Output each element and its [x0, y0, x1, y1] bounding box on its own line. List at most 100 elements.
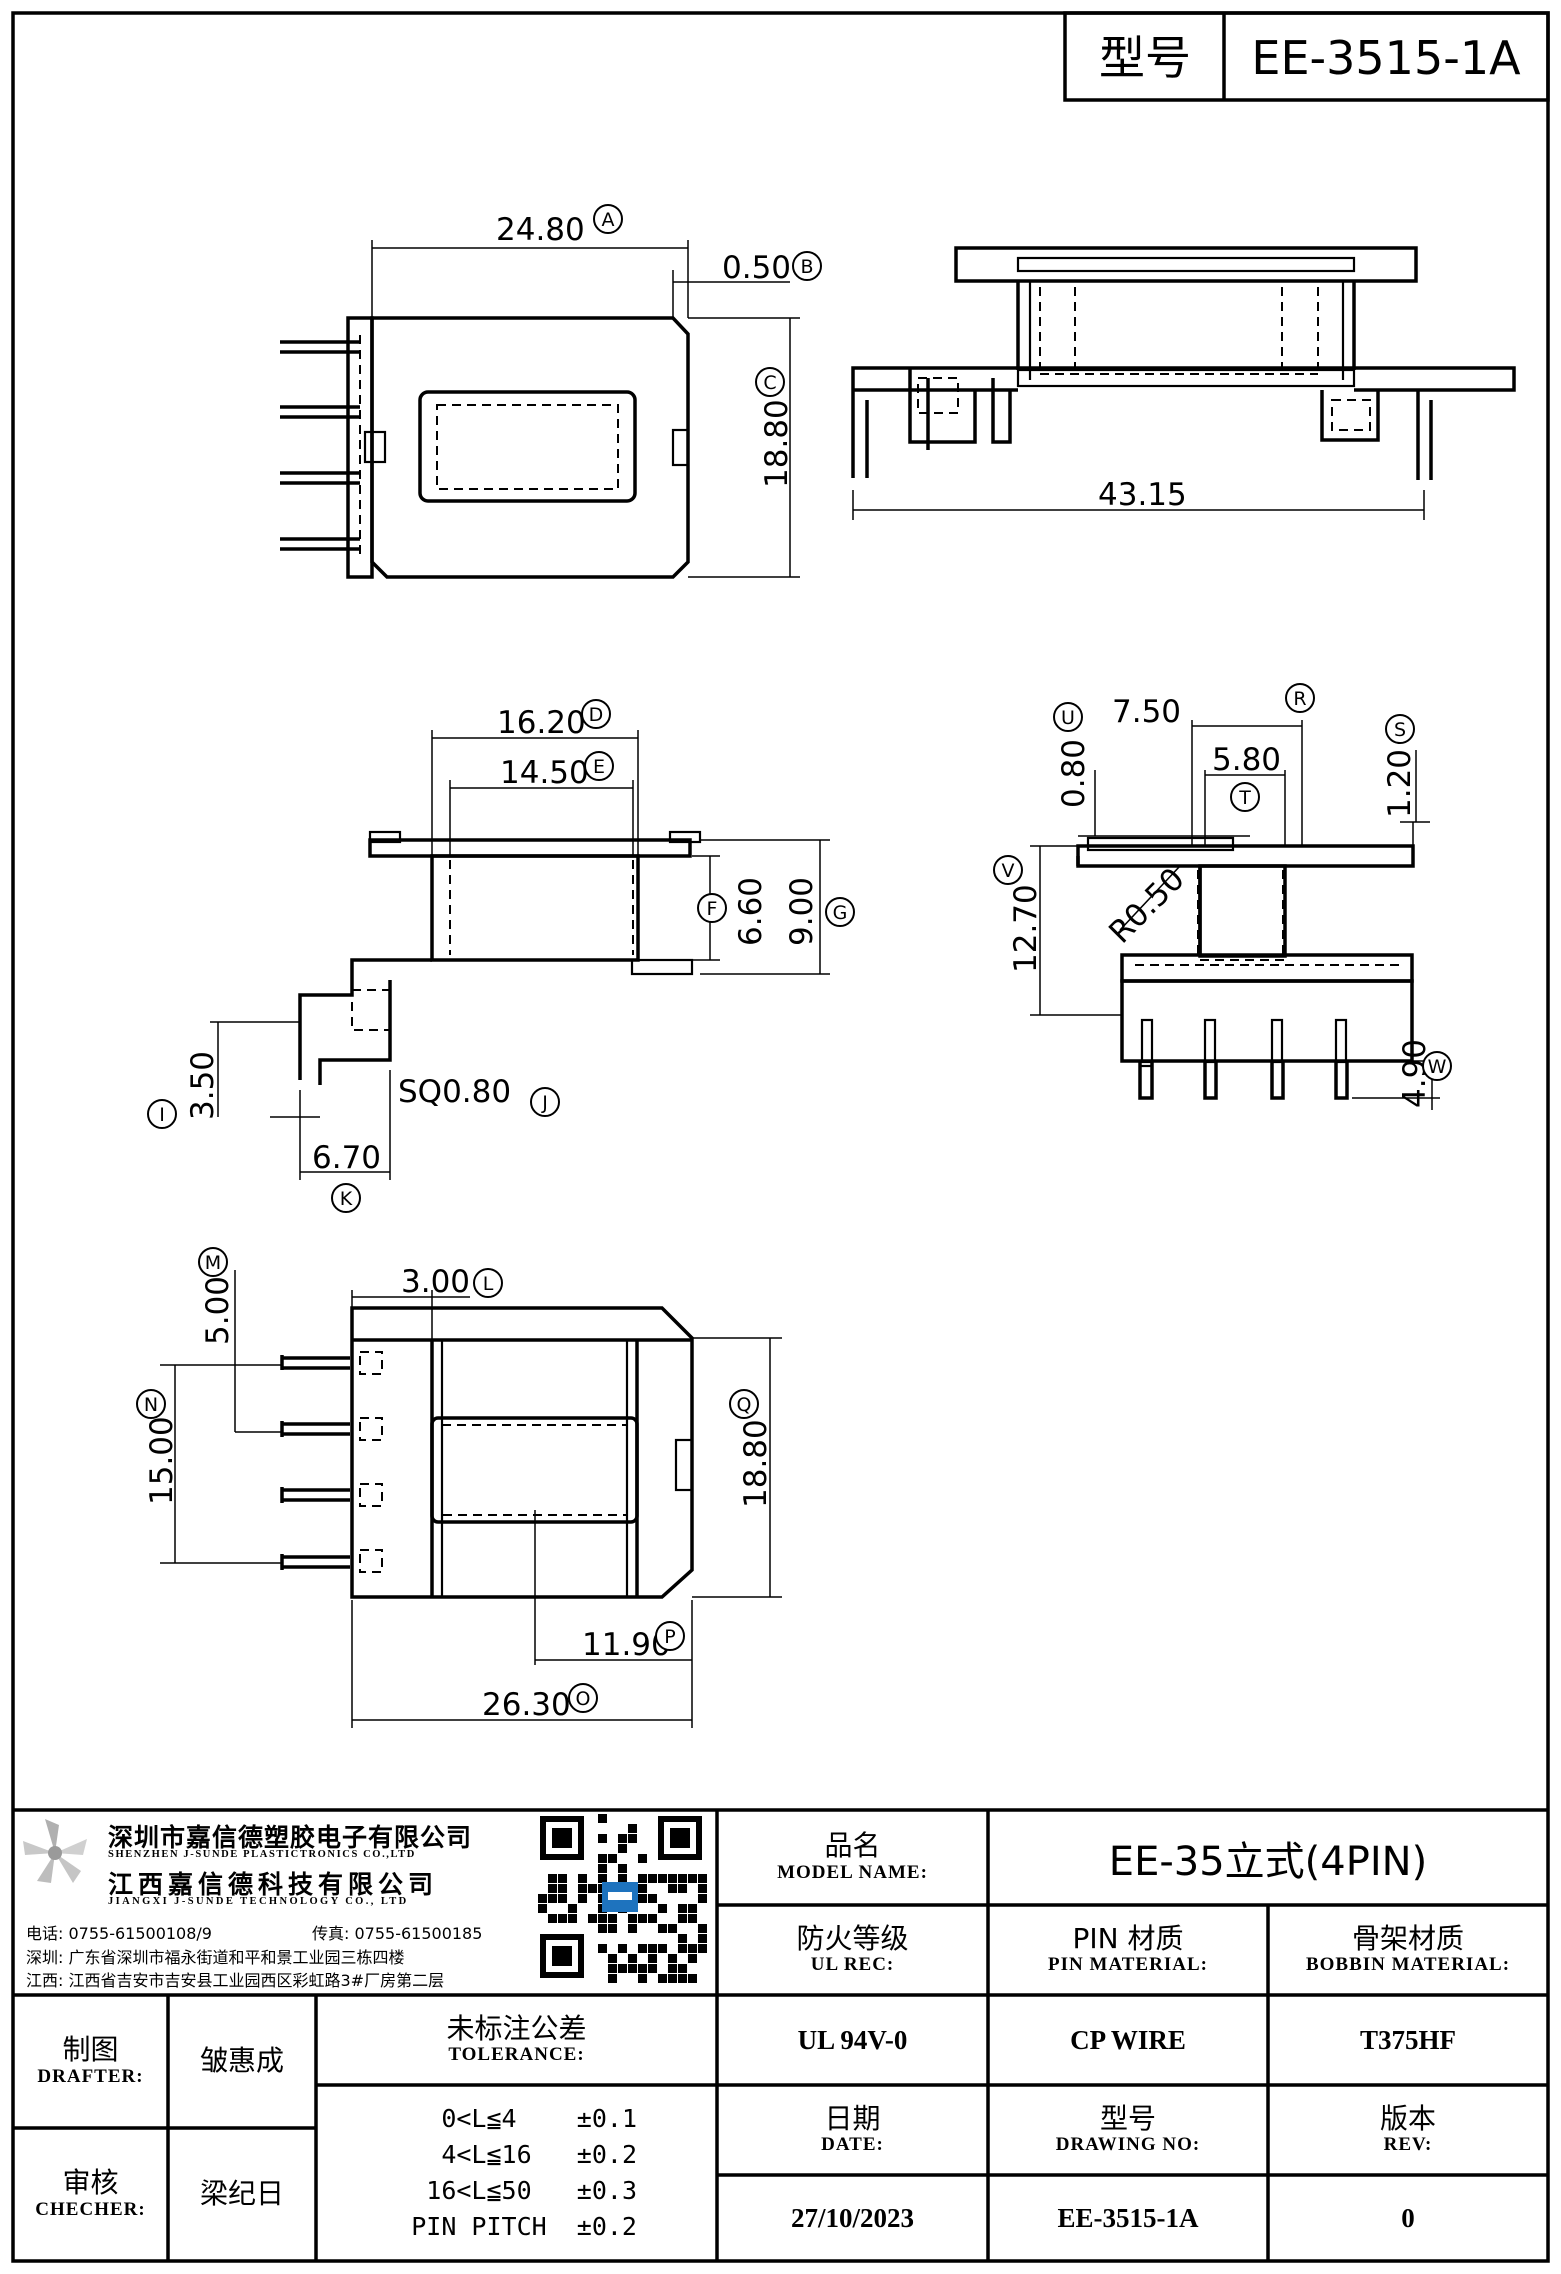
drawing-border: [11, 11, 1550, 2263]
drafter-value: 皱惠成: [199, 2044, 284, 2078]
dim-length: 43.15: [1098, 477, 1187, 513]
checker-value-cell: 梁纪日: [168, 2128, 316, 2261]
date-value: 27/10/2023: [790, 2202, 914, 2233]
svg-text:A: A: [602, 209, 615, 231]
pin-material-label-en: PIN MATERIAL:: [1048, 1954, 1208, 1976]
dim-c: 18.80: [759, 399, 795, 488]
date-value-cell: 27/10/2023: [717, 2175, 988, 2261]
model-name-label-cn: 品名: [824, 1829, 881, 1863]
tolerance-label-en: TOLERANCE:: [448, 2044, 585, 2066]
dim-r: 7.50: [1112, 694, 1181, 730]
svg-text:V: V: [1002, 860, 1015, 882]
date-label-en: DATE:: [821, 2134, 884, 2156]
rev-label-cell: 版本 REV:: [1268, 2085, 1548, 2175]
view-top: [280, 240, 800, 579]
company-name-en-2: JIANGXI J-SUNDE TECHNOLOGY CO., LTD: [108, 1896, 409, 1907]
bobbin-material-label-cell: 骨架材质 BOBBIN MATERIAL:: [1268, 1905, 1548, 1995]
header-model-label: 型号: [1099, 31, 1191, 85]
svg-text:G: G: [833, 902, 848, 924]
svg-text:Q: Q: [737, 1394, 752, 1416]
company-fax: 传真: 0755-61500185: [312, 1924, 483, 1943]
dim-b: 0.50: [722, 250, 791, 286]
model-name-value: EE-35立式(4PIN): [1108, 1838, 1428, 1885]
dim-n: 15.00: [144, 1416, 180, 1505]
drafter-label-en: DRAFTER:: [37, 2065, 144, 2087]
svg-text:W: W: [1428, 1056, 1447, 1078]
view-front: [210, 730, 830, 1180]
tolerance-row-1: 0<L≦4 ±0.1: [441, 2103, 637, 2133]
svg-text:T: T: [1238, 787, 1251, 809]
dim-e: 14.50: [500, 755, 589, 791]
svg-text:R: R: [1293, 688, 1306, 710]
ul-value: UL 94V-0: [797, 2024, 908, 2055]
bobbin-material-label-en: BOBBIN MATERIAL:: [1305, 1954, 1511, 1976]
dim-a: 24.80: [496, 212, 585, 248]
svg-text:J: J: [541, 1092, 548, 1114]
model-name-label-cell: 品名 MODEL NAME:: [717, 1810, 988, 1905]
tolerance-label-cn: 未标注公差: [446, 2011, 587, 2045]
rev-label-cn: 版本: [1379, 2101, 1436, 2135]
dim-i: 3.50: [185, 1051, 221, 1120]
svg-text:B: B: [800, 256, 813, 278]
pin-material-label-cell: PIN 材质 PIN MATERIAL:: [988, 1905, 1268, 1995]
checker-label-en: CHECHER:: [35, 2198, 146, 2220]
dim-k: 6.70: [312, 1140, 381, 1176]
drawing-no-label-cell: 型号 DRAWING NO:: [988, 2085, 1268, 2175]
drawing-no-label-en: DRAWING NO:: [1055, 2134, 1201, 2156]
header-box: 型号 EE-3515-1A: [1063, 11, 1550, 102]
model-name-value-cell: EE-35立式(4PIN): [988, 1810, 1548, 1905]
drawing-no-value: EE-3515-1A: [1057, 2202, 1199, 2233]
dim-l: 3.00: [401, 1264, 470, 1300]
view-bottom: [160, 1270, 782, 1728]
company-address-jiangxi: 江西: 江西省吉安市吉安县工业园西区彩虹路3#厂房第二层: [26, 1971, 445, 1990]
dim-g: 9.00: [784, 877, 820, 946]
dim-m: 5.00: [200, 1276, 236, 1345]
svg-text:M: M: [205, 1252, 221, 1274]
bobbin-material-value: T375HF: [1359, 2024, 1456, 2055]
svg-text:I: I: [159, 1104, 165, 1126]
drafter-label-cell: 制图 DRAFTER:: [13, 1995, 168, 2128]
date-label-cn: 日期: [824, 2101, 881, 2135]
title-block-grid: [13, 1808, 1548, 2261]
svg-text:D: D: [589, 704, 604, 726]
checker-label-cn: 审核: [62, 2166, 119, 2200]
svg-text:U: U: [1061, 707, 1075, 729]
pin-material-value: CP WIRE: [1070, 2024, 1186, 2055]
tolerance-row-3: 16<L≦50 ±0.3: [426, 2176, 637, 2205]
dim-q: 18.80: [738, 1419, 774, 1508]
view-side: [851, 246, 1516, 520]
bobbin-material-value-cell: T375HF: [1268, 1995, 1548, 2085]
company-name-cn-1: 深圳市嘉信德塑胶电子有限公司: [108, 1823, 473, 1852]
dim-u: 0.80: [1056, 739, 1092, 808]
model-name-label-en: MODEL NAME:: [777, 1861, 928, 1883]
company-logo: [23, 1819, 87, 1883]
svg-text:P: P: [664, 1626, 675, 1648]
svg-text:C: C: [763, 372, 776, 394]
ul-label-cn: 防火等级: [796, 1921, 909, 1955]
dim-j: SQ0.80: [398, 1074, 511, 1110]
svg-text:N: N: [144, 1394, 158, 1416]
header-model-value: EE-3515-1A: [1251, 31, 1521, 85]
ul-label-en: UL REC:: [810, 1954, 895, 1976]
qr-code: [536, 1812, 707, 1983]
tolerance-row-pin-pitch: PIN PITCH ±0.2: [411, 2212, 637, 2242]
tolerance-values-cell: 0<L≦4 ±0.1 4<L≦16 ±0.2 16<L≦50 ±0.3 PIN …: [316, 2085, 717, 2261]
ul-label-cell: 防火等级 UL REC:: [717, 1905, 988, 1995]
company-address-shenzhen: 深圳: 广东省深圳市福永街道和平和景工业园三栋四楼: [26, 1948, 405, 1967]
bobbin-material-label-cn: 骨架材质: [1351, 1921, 1464, 1955]
checker-value: 梁纪日: [199, 2177, 284, 2211]
date-label-cell: 日期 DATE:: [717, 2085, 988, 2175]
rev-label-en: REV:: [1383, 2134, 1433, 2156]
svg-text:L: L: [483, 1273, 494, 1295]
ul-value-cell: UL 94V-0: [717, 1995, 988, 2085]
svg-text:F: F: [707, 898, 718, 920]
drafter-value-cell: 皱惠成: [168, 1995, 316, 2128]
drawing-no-value-cell: EE-3515-1A: [988, 2175, 1268, 2261]
company-phone: 电话: 0755-61500108/9: [26, 1924, 212, 1943]
dim-d: 16.20: [497, 705, 586, 741]
pin-material-value-cell: CP WIRE: [988, 1995, 1268, 2085]
checker-label-cell: 审核 CHECHER:: [13, 2128, 168, 2261]
rev-value-cell: 0: [1268, 2175, 1548, 2261]
svg-text:K: K: [340, 1188, 353, 1210]
